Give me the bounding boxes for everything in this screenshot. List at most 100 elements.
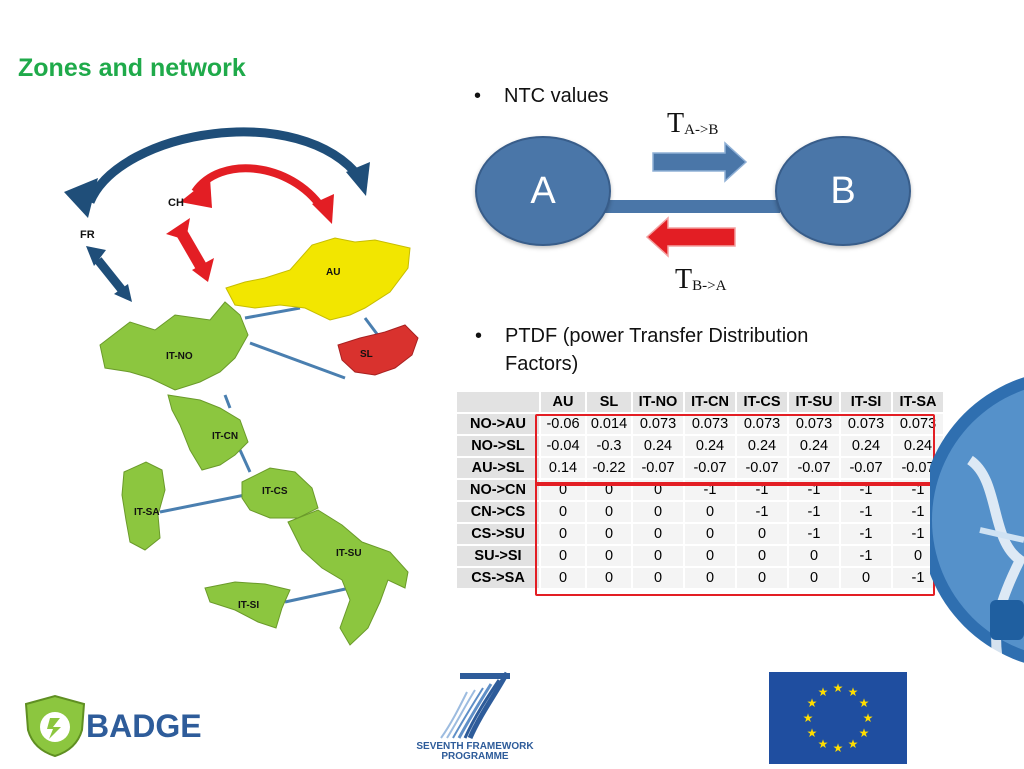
column-header: IT-CS xyxy=(737,392,787,412)
arrow-a-to-b-icon xyxy=(652,141,748,183)
label-it-cs: IT-CS xyxy=(262,486,288,497)
eu-star-icon: ★ xyxy=(833,681,844,695)
ptdf-highlight-bottom xyxy=(535,482,935,596)
label-it-sa: IT-SA xyxy=(134,507,160,518)
column-header: IT-CN xyxy=(685,392,735,412)
t-b-to-a-label: TB->A xyxy=(675,264,727,295)
table-cell: 0 xyxy=(541,502,585,522)
column-header: IT-SA xyxy=(893,392,943,412)
zone-it-cn xyxy=(167,394,249,471)
fr-itno-arrow-shaft-icon xyxy=(94,257,126,293)
zone-it-su xyxy=(287,509,409,646)
label-it-no: IT-NO xyxy=(166,351,193,362)
eu-star-icon: ★ xyxy=(863,711,874,725)
badge-shield-icon xyxy=(24,694,86,758)
label-au: AU xyxy=(326,267,341,278)
zone-sl xyxy=(337,324,419,376)
label-fr: FR xyxy=(80,229,95,241)
table-cell: 0 xyxy=(633,568,683,588)
column-header: SL xyxy=(587,392,631,412)
row-label: NO->SL xyxy=(457,436,539,456)
table-cell: 0 xyxy=(789,546,839,566)
bullet-dot: • xyxy=(474,85,482,107)
table-cell: 0 xyxy=(541,524,585,544)
bullet-dot: • xyxy=(475,325,483,347)
fp7-seven-icon xyxy=(440,671,510,739)
table-cell: 0 xyxy=(541,568,585,588)
table-cell: 0.14 xyxy=(541,458,585,478)
table-cell: 0 xyxy=(633,546,683,566)
eu-star-icon: ★ xyxy=(859,726,870,740)
au-arrowhead-icon xyxy=(346,162,370,196)
table-cell: 0 xyxy=(633,524,683,544)
eu-star-icon: ★ xyxy=(803,711,814,725)
table-cell: -0.06 xyxy=(541,414,585,434)
globe-decoration-icon xyxy=(930,377,1024,672)
ntc-arrows xyxy=(605,141,780,258)
ch-up-arrowhead-icon xyxy=(166,218,190,240)
table-cell: 0 xyxy=(685,546,735,566)
node-b: B xyxy=(775,136,911,246)
column-header: IT-SU xyxy=(789,392,839,412)
ntc-bullet: • NTC values xyxy=(474,82,608,110)
row-label: NO->CN xyxy=(457,480,539,500)
fp7-logo: SEVENTH FRAMEWORK PROGRAMME xyxy=(415,670,535,766)
table-cell: 0 xyxy=(737,546,787,566)
badge-logo: BADGE xyxy=(20,694,202,758)
table-cell: -1 xyxy=(789,524,839,544)
table-cell: -1 xyxy=(841,502,891,522)
table-cell: -0.07 xyxy=(737,458,787,478)
table-cell: -0.3 xyxy=(587,436,631,456)
row-label: NO->AU xyxy=(457,414,539,434)
row-label: SU->SI xyxy=(457,546,539,566)
table-cell: 0 xyxy=(587,502,631,522)
table-cell: 0.014 xyxy=(587,414,631,434)
itno-blue-arrowhead-icon xyxy=(114,284,132,302)
row-label: CN->CS xyxy=(457,502,539,522)
node-a: A xyxy=(475,136,611,246)
eu-star-icon: ★ xyxy=(818,737,829,751)
table-cell: 0 xyxy=(789,568,839,588)
eu-star-icon: ★ xyxy=(807,696,818,710)
table-cell: 0.24 xyxy=(893,436,943,456)
slide-title: Zones and network xyxy=(18,54,246,82)
table-cell: 0 xyxy=(841,568,891,588)
table-cell: -1 xyxy=(841,546,891,566)
eu-star-icon: ★ xyxy=(848,685,859,699)
label-it-cn: IT-CN xyxy=(212,431,239,442)
t-a-to-b-label: TA->B xyxy=(667,108,719,139)
ptdf-highlight-top xyxy=(535,414,935,486)
fp7-text: SEVENTH FRAMEWORK PROGRAMME xyxy=(416,741,534,762)
table-cell: 0 xyxy=(685,568,735,588)
label-it-su: IT-SU xyxy=(336,548,362,559)
zone-it-no xyxy=(99,301,249,391)
ptdf-bullet: • PTDF (power Transfer Distribution Fact… xyxy=(475,322,885,378)
table-cell: 0 xyxy=(633,502,683,522)
itno-up-arrowhead-icon xyxy=(192,258,214,282)
table-cell: -0.22 xyxy=(587,458,631,478)
table-cell: 0.24 xyxy=(633,436,683,456)
badge-text: BADGE xyxy=(86,708,202,744)
zone-au xyxy=(225,237,411,321)
column-header: IT-SI xyxy=(841,392,891,412)
table-cell: -0.07 xyxy=(633,458,683,478)
table-header-row: AU SL IT-NO IT-CN IT-CS IT-SU IT-SI IT-S… xyxy=(457,392,943,412)
table-cell: 0 xyxy=(541,546,585,566)
table-cell: 0 xyxy=(685,524,735,544)
table-cell: 0 xyxy=(685,502,735,522)
table-cell: -1 xyxy=(841,524,891,544)
table-cell: 0.073 xyxy=(737,414,787,434)
table-cell: -0.07 xyxy=(685,458,735,478)
table-cell: -0.04 xyxy=(541,436,585,456)
table-cell: 0.073 xyxy=(633,414,683,434)
table-cell: 0.24 xyxy=(789,436,839,456)
row-label: CS->SA xyxy=(457,568,539,588)
eu-star-icon: ★ xyxy=(833,741,844,755)
ptdf-bullet-text: PTDF (power Transfer Distribution Factor… xyxy=(505,325,809,375)
table-cell: 0.073 xyxy=(841,414,891,434)
label-ch: CH xyxy=(168,197,184,209)
